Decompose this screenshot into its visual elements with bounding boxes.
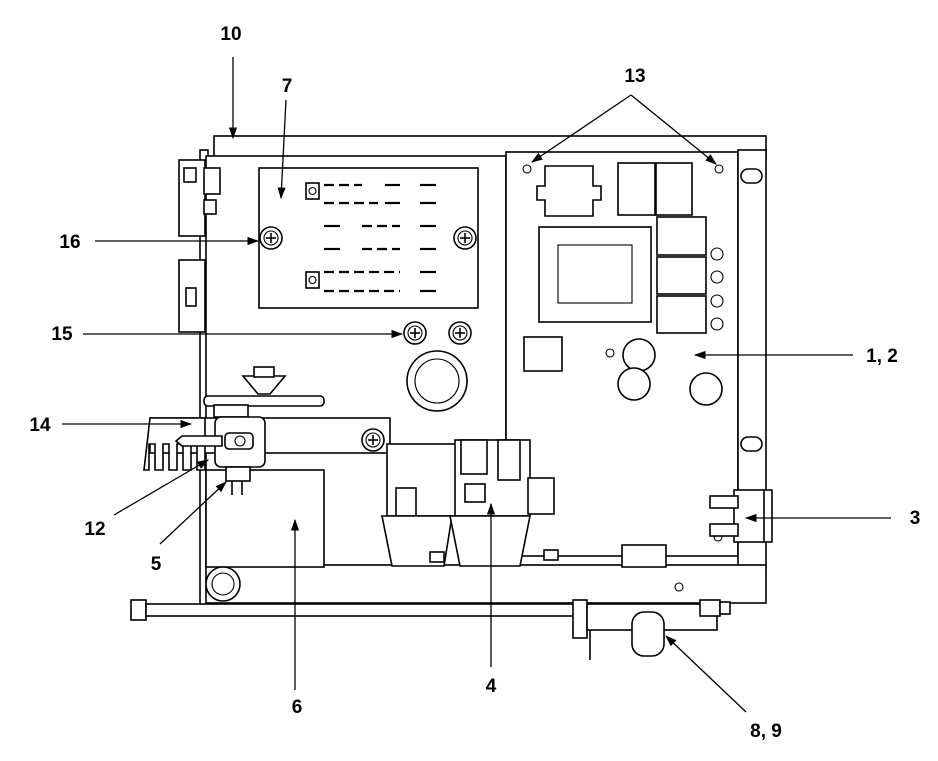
callout-16: 16: [59, 232, 80, 253]
leader-lines: [62, 57, 891, 713]
callout-labels: 10 7 13 16 15 1, 2 14 12 5 6 4 3 8, 9: [29, 24, 920, 742]
callout-1-2: 1, 2: [866, 346, 898, 367]
callout-4: 4: [486, 676, 497, 697]
circuit-board: [522, 162, 763, 542]
callout-7: 7: [282, 76, 293, 97]
callout-5: 5: [151, 554, 162, 575]
callout-15: 15: [51, 324, 73, 345]
label-plate: [258, 167, 479, 309]
callout-12: 12: [84, 519, 105, 540]
callout-13: 13: [624, 66, 645, 87]
bottom-rod-assembly: [130, 599, 731, 660]
panel-screws: [403, 321, 472, 412]
callout-3: 3: [910, 508, 921, 529]
label-markings: [324, 183, 436, 293]
callout-6: 6: [292, 697, 303, 718]
callout-14: 14: [29, 415, 51, 436]
callout-8-9: 8, 9: [750, 721, 782, 742]
side-connector: [709, 489, 773, 543]
callout-10: 10: [220, 24, 241, 45]
label-screws: [259, 226, 477, 250]
